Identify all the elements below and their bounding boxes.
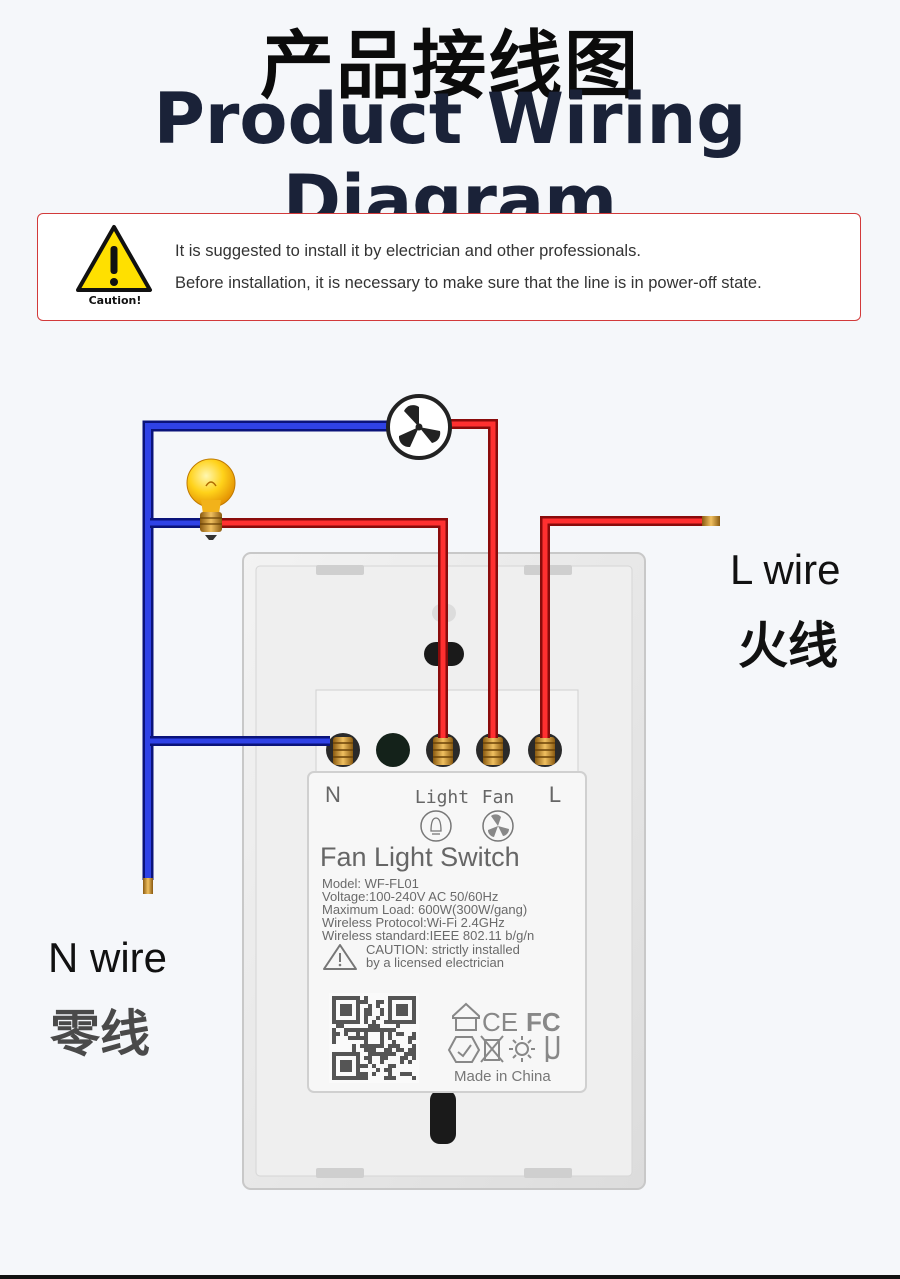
caution-box: Caution! It is suggested to install it b… (37, 213, 861, 321)
n-wire-label-cn: 零线 (50, 1005, 150, 1063)
switch-product-name: Fan Light Switch (320, 842, 520, 872)
home-certification-icon (452, 1002, 480, 1031)
caution-text-1: It is suggested to install it by electri… (175, 242, 641, 260)
ce-mark: CE (482, 1007, 518, 1037)
light-symbol-icon (420, 810, 452, 842)
terminal-light-label: Light (415, 787, 469, 808)
spec-caution-1: CAUTION: strictly installed (366, 942, 520, 957)
spec-max-load: Maximum Load: 600W(300W/gang) (322, 902, 527, 917)
spec-protocol: Wireless Protocol:Wi-Fi 2.4GHz (322, 915, 505, 930)
light-bulb-icon (186, 458, 236, 540)
made-in-china-text: Made in China (454, 1068, 551, 1085)
micro-gap-symbol-icon (545, 1036, 560, 1062)
fc-mark: FC (526, 1007, 561, 1037)
small-warning-icon (323, 944, 357, 970)
n-wire-label: N wire (48, 934, 168, 981)
rcm-mark-icon (447, 1036, 481, 1063)
weee-bin-icon (480, 1035, 504, 1063)
spec-model: Model: WF-FL01 (322, 876, 419, 891)
indoor-use-sun-icon (509, 1036, 535, 1062)
neutral-wires (142, 420, 390, 894)
spec-standard: Wireless standard:IEEE 802.11 b/g/n (322, 928, 534, 943)
caution-label: Caution! (88, 294, 142, 307)
spec-caution-2: by a licensed electrician (366, 955, 504, 970)
warning-triangle-icon (76, 225, 152, 292)
l-wire-label-cn: 火线 (738, 617, 838, 675)
fan-symbol-icon (482, 810, 514, 842)
l-wire-label: L wire (730, 546, 841, 593)
terminal-fan-label: Fan (482, 787, 515, 808)
ceiling-fan-icon (386, 394, 452, 460)
terminal-l-label: L (549, 782, 561, 807)
caution-text-2: Before installation, it is necessary to … (175, 274, 762, 292)
spec-voltage: Voltage:100-240V AC 50/60Hz (322, 889, 498, 904)
bottom-divider (0, 1275, 900, 1279)
switch-module: N Light Fan L Fan Light Switch Model: WF… (307, 689, 587, 1093)
live-wires (220, 419, 720, 738)
page-title-cn: 产品接线图 (260, 23, 640, 109)
terminal-n-label: N (325, 782, 341, 807)
qr-code-icon (329, 993, 419, 1083)
